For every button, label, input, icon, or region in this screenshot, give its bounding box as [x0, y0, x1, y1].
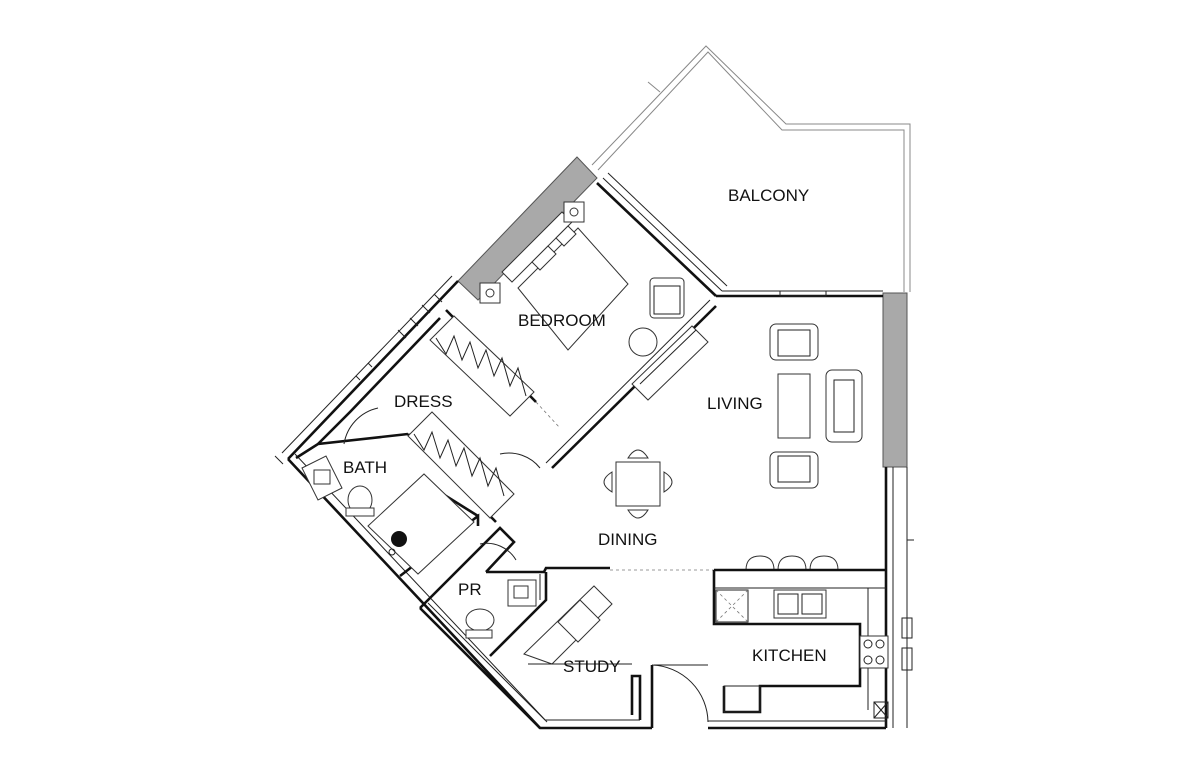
bedroom-furniture: [479, 201, 709, 401]
toilet-icon: [465, 608, 495, 632]
pr-fixtures: [465, 542, 537, 639]
living-column: [882, 292, 908, 468]
armchair: [649, 277, 685, 319]
bar-stool: [809, 555, 839, 571]
chair: [663, 471, 673, 493]
bed: [517, 227, 629, 351]
study-label: STUDY: [563, 657, 621, 676]
dining-table: [615, 461, 661, 507]
bath-label: BATH: [343, 458, 387, 477]
kitchen-sink-icon: [773, 589, 827, 619]
bedroom-column: [457, 156, 598, 301]
dress-label: DRESS: [394, 392, 453, 411]
lamp-icon: [485, 288, 495, 298]
shower: [367, 473, 475, 575]
bar-stool: [745, 555, 775, 571]
dining-set: [603, 449, 673, 519]
living-furniture: [769, 323, 863, 489]
pillow: [531, 245, 557, 271]
coffee-table: [777, 373, 811, 439]
tv-console: [631, 325, 709, 401]
bar-stool: [777, 555, 807, 571]
bedroom-label: BEDROOM: [518, 311, 606, 330]
kitchen-fixtures: [712, 555, 889, 719]
side-table: [628, 327, 658, 357]
chair: [603, 471, 613, 493]
chair: [627, 449, 649, 459]
pr-label: PR: [458, 580, 482, 599]
room-labels: BALCONY BEDROOM LIVING DRESS BATH DINING…: [343, 186, 827, 676]
lamp-icon: [569, 207, 579, 217]
study-furniture: [523, 585, 632, 665]
sink-icon: [513, 585, 529, 599]
bath-fixtures: [301, 455, 475, 575]
cooktop-icon: [859, 635, 889, 669]
drain-icon: [391, 531, 407, 547]
armchair: [769, 323, 819, 361]
desk-chair: [557, 599, 601, 643]
armchair: [769, 451, 819, 489]
exterior-walls: [274, 172, 914, 730]
chair: [627, 509, 649, 519]
dress-wardrobes: [343, 315, 541, 519]
dining-label: DINING: [598, 530, 658, 549]
sink-icon: [313, 469, 331, 485]
pillow: [555, 225, 577, 247]
sofa: [825, 369, 863, 443]
living-label: LIVING: [707, 394, 763, 413]
balcony-outline: [591, 45, 911, 292]
balcony-label: BALCONY: [728, 186, 809, 205]
kitchen-label: KITCHEN: [752, 646, 827, 665]
